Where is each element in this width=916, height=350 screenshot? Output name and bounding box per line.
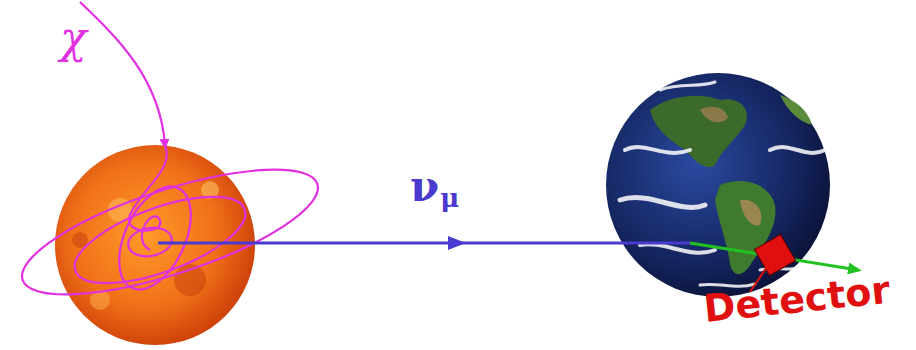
particle-subscript: μ	[440, 185, 459, 211]
detector-box	[755, 235, 796, 276]
particle-label: ν	[410, 166, 439, 208]
wimp-orbits	[10, 2, 331, 320]
earth	[606, 73, 830, 297]
particle-label: χ	[60, 16, 87, 60]
neutrino-beam	[158, 236, 690, 250]
